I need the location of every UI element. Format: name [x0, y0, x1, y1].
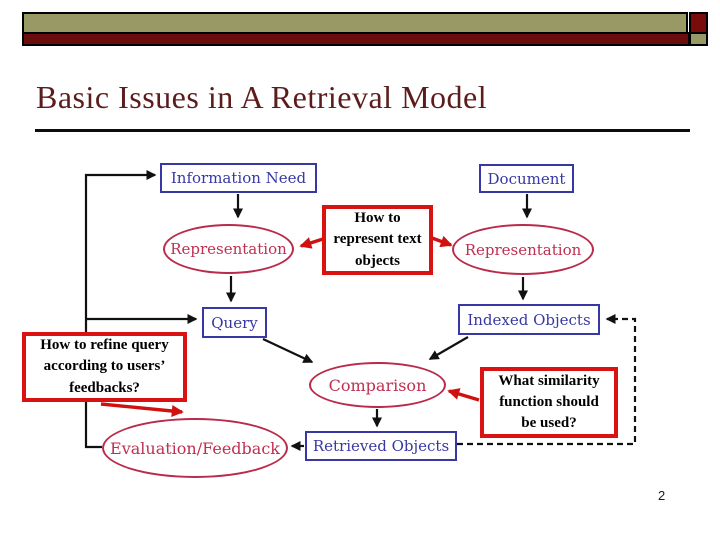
node-retrieved-objects: Retrieved Objects: [305, 431, 457, 461]
node-information-need: Information Need: [160, 163, 317, 193]
arrow-indexed-to-comparison: [428, 336, 469, 360]
callout-line: feedbacks?: [69, 379, 140, 396]
red-arrow-represent-to-right-ellipse: [431, 235, 453, 248]
banner-square-bottom: [689, 32, 708, 46]
callout-line: How to refine query: [40, 337, 169, 354]
callout-how-to-refine-query: How to refine query according to users’ …: [22, 332, 187, 402]
node-evaluation-feedback: Evaluation/Feedback: [102, 418, 288, 478]
callout-line: objects: [355, 252, 400, 269]
callout-line: What similarity: [498, 372, 600, 389]
arrow-query-to-comparison: [262, 338, 314, 363]
callout-line: be used?: [521, 415, 577, 432]
node-document: Document: [479, 164, 574, 193]
callout-line: How to: [354, 210, 401, 227]
node-representation-query: Representation: [163, 224, 294, 274]
slide-title: Basic Issues in A Retrieval Model: [36, 79, 488, 115]
page-number: 2: [658, 488, 666, 503]
feedback-loop-to-information-need: [84, 170, 157, 449]
red-arrow-represent-to-left-ellipse: [299, 237, 324, 249]
callout-line: according to users’: [43, 358, 166, 375]
callout-what-similarity-function: What similarity function should be used?: [480, 367, 618, 438]
node-query: Query: [202, 307, 267, 338]
node-indexed-objects: Indexed Objects: [458, 304, 600, 335]
red-arrow-refine-to-evaluation: [100, 402, 184, 417]
red-arrow-similarity-to-comparison: [447, 388, 480, 402]
callout-line: represent text: [333, 231, 422, 248]
callout-how-to-represent: How to represent text objects: [322, 205, 433, 275]
dashed-loop-retrieved-to-indexed: [457, 314, 637, 446]
callout-line: function should: [499, 393, 599, 410]
node-comparison: Comparison: [309, 362, 446, 408]
title-underline: [35, 129, 690, 132]
node-representation-doc: Representation: [452, 224, 594, 275]
